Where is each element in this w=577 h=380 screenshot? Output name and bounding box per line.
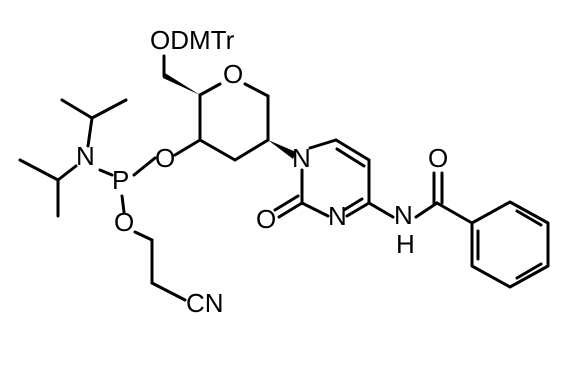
- bond-o-ch2: [133, 230, 154, 242]
- label-n1: N: [292, 143, 311, 173]
- wedge-c5-ch2: [163, 73, 200, 95]
- bond-ipr1-me1: [60, 98, 94, 120]
- bond-p-o-cyano: [120, 194, 126, 214]
- bond-o3-p: [132, 156, 157, 177]
- bond-ch2-cn: [150, 281, 187, 302]
- label-o-cyano: O: [114, 207, 134, 237]
- bond-ipr2-me1: [18, 158, 60, 182]
- bond-n3-c2: [300, 201, 330, 218]
- bond-n-ipr1: [86, 116, 94, 148]
- label-ring-o: O: [223, 59, 243, 89]
- bond-ring-o-c1: [243, 82, 270, 98]
- bond-co-ph: [435, 201, 474, 225]
- bond-c4p-c3: [233, 138, 270, 162]
- bond-n-ipr2: [56, 164, 78, 182]
- bond-c3-c4: [198, 138, 237, 162]
- label-nh-h: H: [396, 229, 415, 259]
- bond-c2-o-2: [273, 194, 300, 212]
- label-cn: CN: [186, 288, 224, 318]
- bond-p-n: [98, 168, 114, 177]
- bond-nh-co: [414, 201, 439, 219]
- label-n3: N: [328, 201, 347, 231]
- label-o-benzoyl: O: [428, 143, 448, 173]
- bond-c2-o-1: [277, 201, 304, 219]
- phenyl-hexagon: [470, 200, 550, 289]
- sugar-ring: [198, 82, 270, 162]
- wedge-c1-n1: [268, 140, 296, 159]
- cytosine-ring: [273, 138, 371, 219]
- bond-c4-n3-inner: [342, 197, 364, 212]
- bond-c4-nh: [367, 201, 395, 219]
- dmtr-arm: [162, 54, 200, 95]
- benzamide: [367, 171, 474, 225]
- label-o3: O: [155, 143, 175, 173]
- bond-c4-n3: [345, 201, 371, 218]
- label-p: P: [112, 165, 129, 195]
- label-n-amine: N: [76, 141, 95, 171]
- bond-n1-c6: [308, 138, 338, 150]
- bond-c4-o3: [173, 138, 202, 157]
- label-nh-n: N: [394, 200, 413, 230]
- bond-ipr1-me2: [90, 98, 128, 120]
- phosphoramidite: [18, 98, 202, 302]
- bond-c6-c5-inner: [335, 147, 366, 168]
- phenyl-ring: [470, 200, 550, 289]
- label-o-carbonyl: O: [256, 204, 276, 234]
- bond-c5-ring-o: [198, 82, 222, 97]
- phenyl-double-3: [515, 262, 543, 280]
- phenyl-double-2: [515, 209, 543, 227]
- bond-c6-c5: [334, 138, 371, 162]
- label-odmtr: ODMTr: [150, 25, 235, 55]
